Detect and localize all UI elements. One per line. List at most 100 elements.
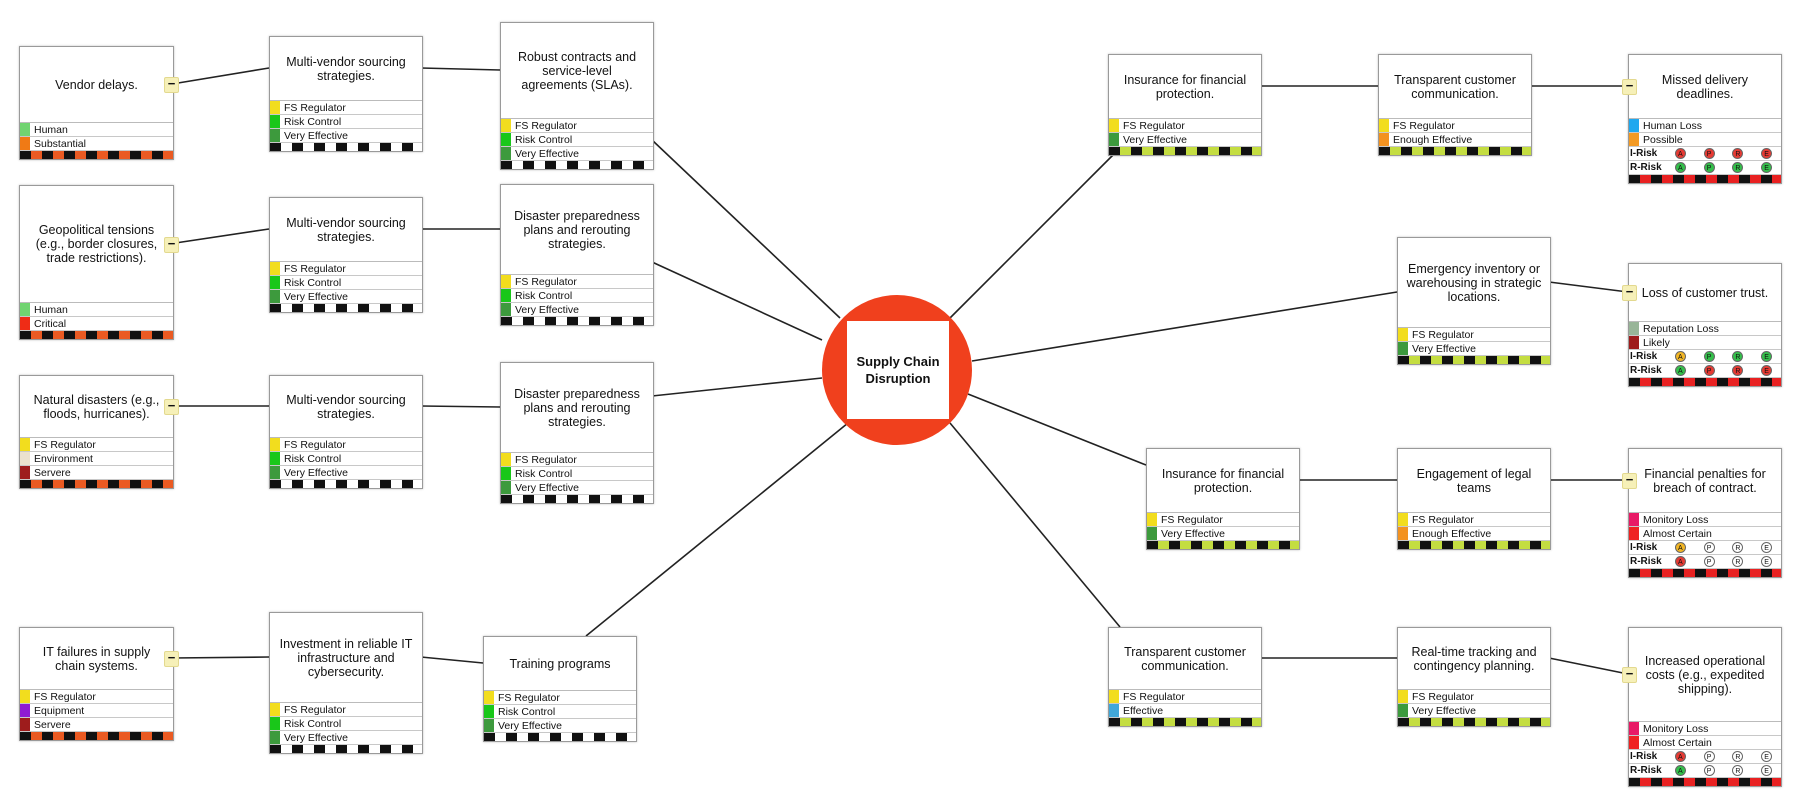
attribute-swatch xyxy=(484,705,494,718)
risk-rating-circle[interactable]: A xyxy=(1674,765,1686,776)
risk-rating-circle[interactable]: R xyxy=(1732,365,1744,376)
attribute-swatch xyxy=(20,690,30,703)
cause-node[interactable]: Natural disasters (e.g., floods, hurrica… xyxy=(19,375,174,489)
risk-rating-circle[interactable]: A xyxy=(1674,351,1686,362)
collapse-toggle[interactable]: − xyxy=(1622,285,1637,301)
attribute-label: Risk Control xyxy=(284,115,342,128)
risk-rating-circle[interactable]: A xyxy=(1674,542,1686,553)
mitigating-control-node[interactable]: Real-time tracking and contingency plann… xyxy=(1397,627,1551,727)
risk-rating-circle[interactable]: R xyxy=(1732,148,1744,159)
preventive-control-node[interactable]: Multi-vendor sourcing strategies.FS Regu… xyxy=(269,36,423,152)
attribute-swatch xyxy=(270,129,280,142)
consequence-node[interactable]: Financial penalties for breach of contra… xyxy=(1628,448,1782,578)
consequence-title: Missed delivery deadlines. xyxy=(1629,55,1781,119)
attribute-label: FS Regulator xyxy=(284,703,346,716)
cause-node[interactable]: IT failures in supply chain systems.FS R… xyxy=(19,627,174,741)
collapse-toggle[interactable]: − xyxy=(164,236,179,253)
risk-rating-circle[interactable]: P xyxy=(1703,542,1715,553)
attribute-row: Very Effective xyxy=(270,731,422,745)
risk-rating-circle[interactable]: R xyxy=(1732,542,1744,553)
severity-stripe xyxy=(1629,378,1781,386)
collapse-toggle[interactable]: − xyxy=(1622,667,1637,683)
risk-rating-circle[interactable]: P xyxy=(1703,365,1715,376)
connector-line xyxy=(420,405,501,408)
attribute-swatch xyxy=(1147,513,1157,526)
attribute-row: Servere xyxy=(20,466,173,480)
preventive-control-node[interactable]: Disaster preparedness plans and reroutin… xyxy=(500,362,654,504)
risk-rating-circle[interactable]: A xyxy=(1674,556,1686,567)
collapse-toggle[interactable]: − xyxy=(1622,473,1637,489)
attribute-label: Very Effective xyxy=(1161,527,1226,540)
preventive-control-node[interactable]: Robust contracts and service-level agree… xyxy=(500,22,654,170)
risk-rating-circle[interactable]: P xyxy=(1703,162,1715,173)
risk-rating-circle[interactable]: P xyxy=(1703,765,1715,776)
mitigating-control-node[interactable]: Transparent customer communication.FS Re… xyxy=(1108,627,1262,727)
risk-rating-circle[interactable]: A xyxy=(1674,162,1686,173)
risk-rating-circle[interactable]: E xyxy=(1761,148,1773,159)
attribute-row: FS Regulator xyxy=(270,703,422,717)
attribute-row: Enough Effective xyxy=(1379,133,1531,147)
cause-node[interactable]: Geopolitical tensions (e.g., border clos… xyxy=(19,185,174,340)
risk-rating-circle[interactable]: E xyxy=(1761,365,1773,376)
attribute-label: Risk Control xyxy=(515,289,573,302)
consequence-title: Financial penalties for breach of contra… xyxy=(1629,449,1781,513)
attribute-row: Risk Control xyxy=(501,133,653,147)
mitigating-control-node[interactable]: Insurance for financial protection.FS Re… xyxy=(1108,54,1262,156)
consequence-node[interactable]: Increased operational costs (e.g., exped… xyxy=(1628,627,1782,787)
collapse-toggle[interactable]: − xyxy=(164,77,179,93)
risk-rating-circle[interactable]: E xyxy=(1761,765,1773,776)
mitigating-control-node[interactable]: Emergency inventory or warehousing in st… xyxy=(1397,237,1551,365)
attribute-label: Human xyxy=(34,123,68,136)
risk-rating-circle[interactable]: E xyxy=(1761,162,1773,173)
risk-rating-circle[interactable]: A xyxy=(1674,148,1686,159)
attribute-row: Environment xyxy=(20,452,173,466)
collapse-toggle[interactable]: − xyxy=(164,399,179,415)
connector-line xyxy=(171,656,270,659)
connector-line xyxy=(420,656,484,664)
risk-rating-circle[interactable]: A xyxy=(1674,751,1686,762)
risk-rating-circle[interactable]: P xyxy=(1703,556,1715,567)
risk-rating-circle[interactable]: R xyxy=(1732,765,1744,776)
risk-rating-circle[interactable]: E xyxy=(1761,351,1773,362)
risk-rating-circle[interactable]: P xyxy=(1703,751,1715,762)
risk-rating-circle[interactable]: R xyxy=(1732,751,1744,762)
mitigating-control-node[interactable]: Transparent customer communication.FS Re… xyxy=(1378,54,1532,156)
risk-label: I-Risk xyxy=(1630,542,1658,553)
attribute-swatch xyxy=(270,262,280,275)
risk-rating-circle[interactable]: R xyxy=(1732,351,1744,362)
mitigating-control-node[interactable]: Insurance for financial protection.FS Re… xyxy=(1146,448,1300,550)
preventive-control-node[interactable]: Multi-vendor sourcing strategies.FS Regu… xyxy=(269,375,423,489)
risk-label: R-Risk xyxy=(1630,556,1662,567)
risk-rating-circle[interactable]: P xyxy=(1703,148,1715,159)
risk-rating-circle[interactable]: E xyxy=(1761,556,1773,567)
attribute-label: FS Regulator xyxy=(1161,513,1223,526)
attribute-label: FS Regulator xyxy=(34,690,96,703)
preventive-control-node[interactable]: Investment in reliable IT infrastructure… xyxy=(269,612,423,754)
preventive-control-node[interactable]: Multi-vendor sourcing strategies.FS Regu… xyxy=(269,197,423,313)
risk-rating-circle[interactable]: R xyxy=(1732,556,1744,567)
collapse-toggle[interactable]: − xyxy=(164,651,179,667)
mitigating-control-title: Real-time tracking and contingency plann… xyxy=(1398,628,1550,690)
attribute-row: Risk Control xyxy=(270,452,422,466)
risk-rating-circle[interactable]: E xyxy=(1761,751,1773,762)
attribute-swatch xyxy=(20,452,30,465)
attribute-row: Very Effective xyxy=(501,303,653,317)
attribute-swatch xyxy=(484,691,494,704)
risk-rating-circle[interactable]: E xyxy=(1761,542,1773,553)
attribute-label: Very Effective xyxy=(284,731,349,744)
risk-rating-circle[interactable]: R xyxy=(1732,162,1744,173)
attribute-swatch xyxy=(501,133,511,146)
attribute-row: Almost Certain xyxy=(1629,736,1781,750)
preventive-control-node[interactable]: Disaster preparedness plans and reroutin… xyxy=(500,184,654,326)
mitigating-control-title: Engagement of legal teams xyxy=(1398,449,1550,513)
risk-rating-circle[interactable]: A xyxy=(1674,365,1686,376)
risk-rating-circle[interactable]: P xyxy=(1703,351,1715,362)
collapse-toggle[interactable]: − xyxy=(1622,79,1637,95)
